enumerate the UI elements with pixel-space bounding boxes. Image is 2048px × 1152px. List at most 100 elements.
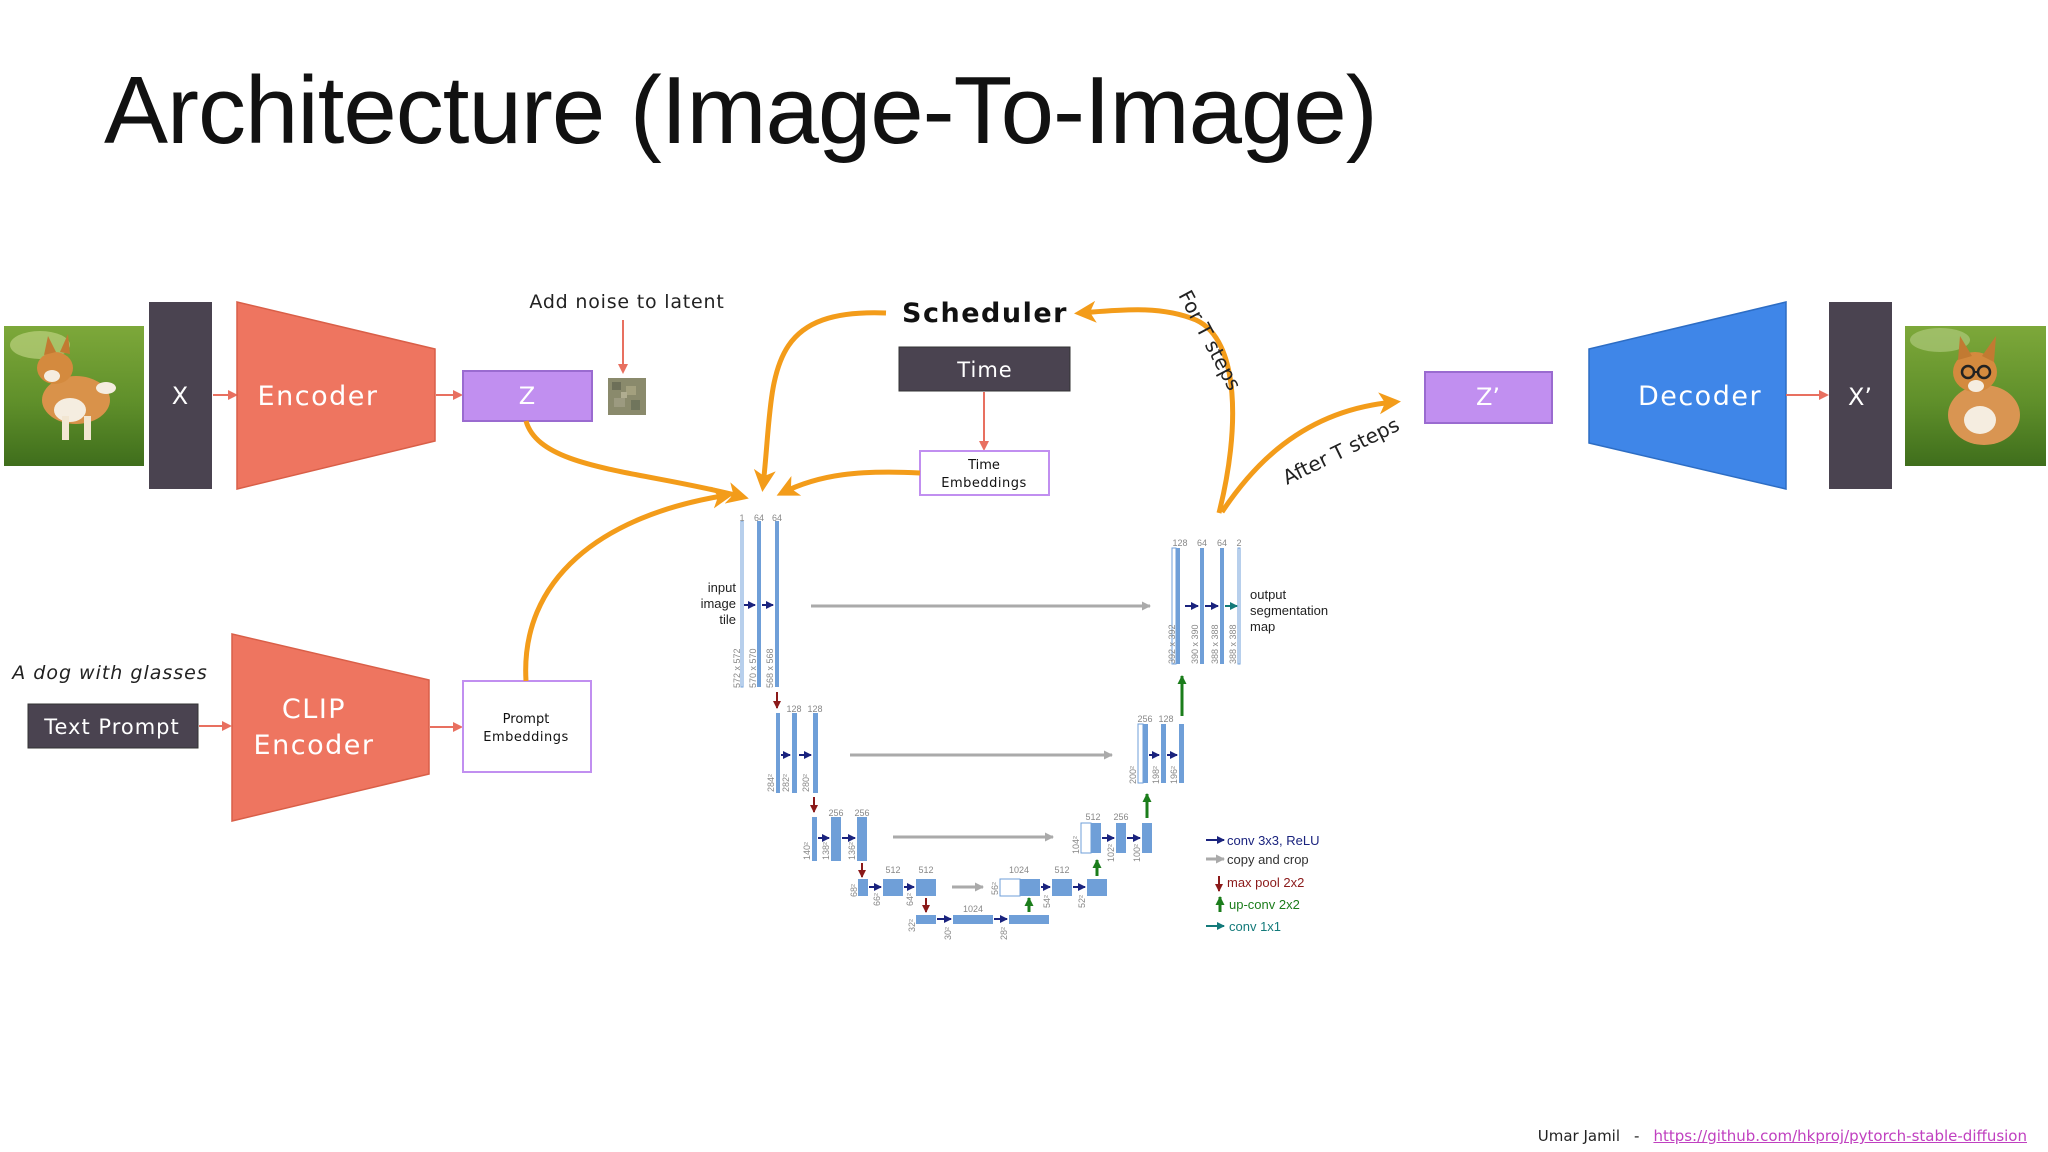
unet-size-label: 102² bbox=[1106, 844, 1116, 862]
output-dog-image bbox=[1905, 326, 2046, 466]
footer-link[interactable]: https://github.com/hkproj/pytorch-stable… bbox=[1653, 1127, 2027, 1145]
legend-conv3x3: conv 3x3, ReLU bbox=[1227, 833, 1320, 848]
unet-block bbox=[757, 521, 761, 687]
unet-channel-label: 128 bbox=[1172, 538, 1187, 548]
unet-input-label: image bbox=[701, 596, 736, 611]
input-dog-image bbox=[4, 326, 144, 466]
decoder-shape bbox=[1588, 301, 1787, 490]
unet-size-label: 30² bbox=[943, 927, 953, 940]
legend-up-conv: up-conv 2x2 bbox=[1229, 897, 1300, 912]
text-prompt-box bbox=[27, 703, 199, 749]
footer-separator: - bbox=[1634, 1127, 1640, 1145]
unet-size-label: 388 x 388 bbox=[1228, 624, 1238, 664]
after-t-steps-arrow bbox=[1219, 392, 1401, 514]
unet-input-label: input bbox=[708, 580, 737, 595]
unet-size-label: 56² bbox=[990, 882, 1000, 895]
unet-size-label: 568 x 568 bbox=[765, 648, 775, 688]
unet-size-label: 390 x 390 bbox=[1190, 624, 1200, 664]
unet-size-label: 104² bbox=[1071, 836, 1081, 854]
unet-channel-label: 256 bbox=[1113, 812, 1128, 822]
after-t-steps-label: After T steps bbox=[1279, 412, 1403, 489]
unet-channel-label: 256 bbox=[854, 808, 869, 818]
time-box bbox=[898, 346, 1071, 392]
unet-channel-label: 256 bbox=[1137, 714, 1152, 724]
scheduler-label: Scheduler bbox=[902, 298, 1068, 329]
time-embeddings-to-unet-arrow bbox=[776, 469, 921, 496]
unet-channel-label: 1024 bbox=[963, 904, 983, 914]
clip-label-line1: CLIP bbox=[282, 694, 346, 725]
clip-label-line2: Encoder bbox=[254, 730, 375, 761]
unet-channel-label: 512 bbox=[918, 865, 933, 875]
unet-legend: conv 3x3, ReLU copy and crop max pool 2x… bbox=[1206, 833, 1320, 934]
unet-channel-label: 128 bbox=[1158, 714, 1173, 724]
unet-size-label: 32² bbox=[907, 919, 917, 932]
x-box bbox=[149, 302, 212, 489]
time-label: Time bbox=[956, 358, 1012, 382]
unet-block bbox=[775, 521, 779, 687]
unet-channel-label: 512 bbox=[1054, 865, 1069, 875]
unet-channel-label: 512 bbox=[1085, 812, 1100, 822]
page-title: Architecture (Image-To-Image) bbox=[104, 57, 1378, 164]
unet-size-label: 66² bbox=[872, 893, 882, 906]
unet-size-label: 140² bbox=[802, 842, 812, 860]
unet-channel-label: 1 bbox=[739, 513, 744, 523]
for-t-steps-label: For T steps bbox=[1174, 286, 1247, 394]
unet-channel-label: 1024 bbox=[1009, 865, 1029, 875]
z-prime-label: Z’ bbox=[1476, 383, 1500, 411]
decoder-label: Decoder bbox=[1638, 381, 1762, 412]
z-label: Z bbox=[519, 382, 535, 410]
unet-channel-label: 2 bbox=[1236, 538, 1241, 548]
clip-encoder-shape bbox=[231, 633, 430, 822]
unet-output-label: segmentation bbox=[1250, 603, 1328, 618]
x-prime-box bbox=[1829, 302, 1892, 489]
unet-channel-label: 64 bbox=[772, 513, 782, 523]
unet-channel-label: 64 bbox=[1217, 538, 1227, 548]
unet-size-label: 572 x 572 bbox=[732, 648, 742, 688]
footer-author: Umar Jamil bbox=[1537, 1127, 1621, 1145]
unet-size-label: 100² bbox=[1132, 844, 1142, 862]
noise-patch bbox=[608, 378, 646, 415]
unet-channel-label: 512 bbox=[885, 865, 900, 875]
unet-channel-label: 64 bbox=[1197, 538, 1207, 548]
unet-size-label: 138² bbox=[821, 842, 831, 860]
unet-size-label: 282² bbox=[781, 774, 791, 792]
footer: Umar Jamil-https://github.com/hkproj/pyt… bbox=[1538, 1127, 2027, 1145]
unet-size-label: 196² bbox=[1169, 766, 1179, 784]
unet-output-label: output bbox=[1250, 587, 1287, 602]
legend-max-pool: max pool 2x2 bbox=[1227, 875, 1304, 890]
x-label: X bbox=[172, 382, 188, 410]
time-embeddings-box bbox=[919, 450, 1050, 496]
legend-conv1x1: conv 1x1 bbox=[1229, 919, 1281, 934]
unet-size-label: 280² bbox=[801, 774, 811, 792]
prompt-embeddings-line2: Embeddings bbox=[483, 730, 569, 745]
unet-size-label: 136² bbox=[847, 842, 857, 860]
for-t-steps-arrow bbox=[1074, 300, 1236, 514]
unet-input-label: tile bbox=[719, 612, 736, 627]
unet-size-label: 198² bbox=[1151, 766, 1161, 784]
text-prompt-label: Text Prompt bbox=[43, 715, 179, 739]
prompt-to-unet-arrow bbox=[523, 486, 734, 682]
time-embeddings-line1: Time bbox=[967, 458, 1000, 473]
encoder-label: Encoder bbox=[258, 381, 379, 412]
unet-size-label: 68² bbox=[849, 884, 859, 897]
unet-size-label: 392 x 392 bbox=[1167, 624, 1177, 664]
z-prime-box bbox=[1424, 371, 1553, 424]
x-prime-label: X’ bbox=[1848, 383, 1872, 411]
unet-size-label: 52² bbox=[1077, 895, 1087, 908]
prompt-embeddings-line1: Prompt bbox=[503, 712, 550, 727]
unet-output-label: map bbox=[1250, 619, 1275, 634]
unet-channel-label: 128 bbox=[807, 704, 822, 714]
scheduler-to-unet-arrow bbox=[753, 310, 887, 492]
unet-size-label: 200² bbox=[1128, 766, 1138, 784]
unet-size-label: 284² bbox=[766, 774, 776, 792]
unet-size-label: 388 x 388 bbox=[1210, 624, 1220, 664]
unet-channel-label: 256 bbox=[828, 808, 843, 818]
prompt-embeddings-box bbox=[462, 680, 592, 773]
legend-copy-crop: copy and crop bbox=[1227, 852, 1309, 867]
unet-diagram: 1 64 64 input image tile 572 x 572 570 x… bbox=[701, 513, 1328, 940]
encoder-shape bbox=[236, 301, 436, 490]
z-to-unet-arrow bbox=[523, 420, 749, 504]
add-noise-label: Add noise to latent bbox=[529, 291, 724, 313]
